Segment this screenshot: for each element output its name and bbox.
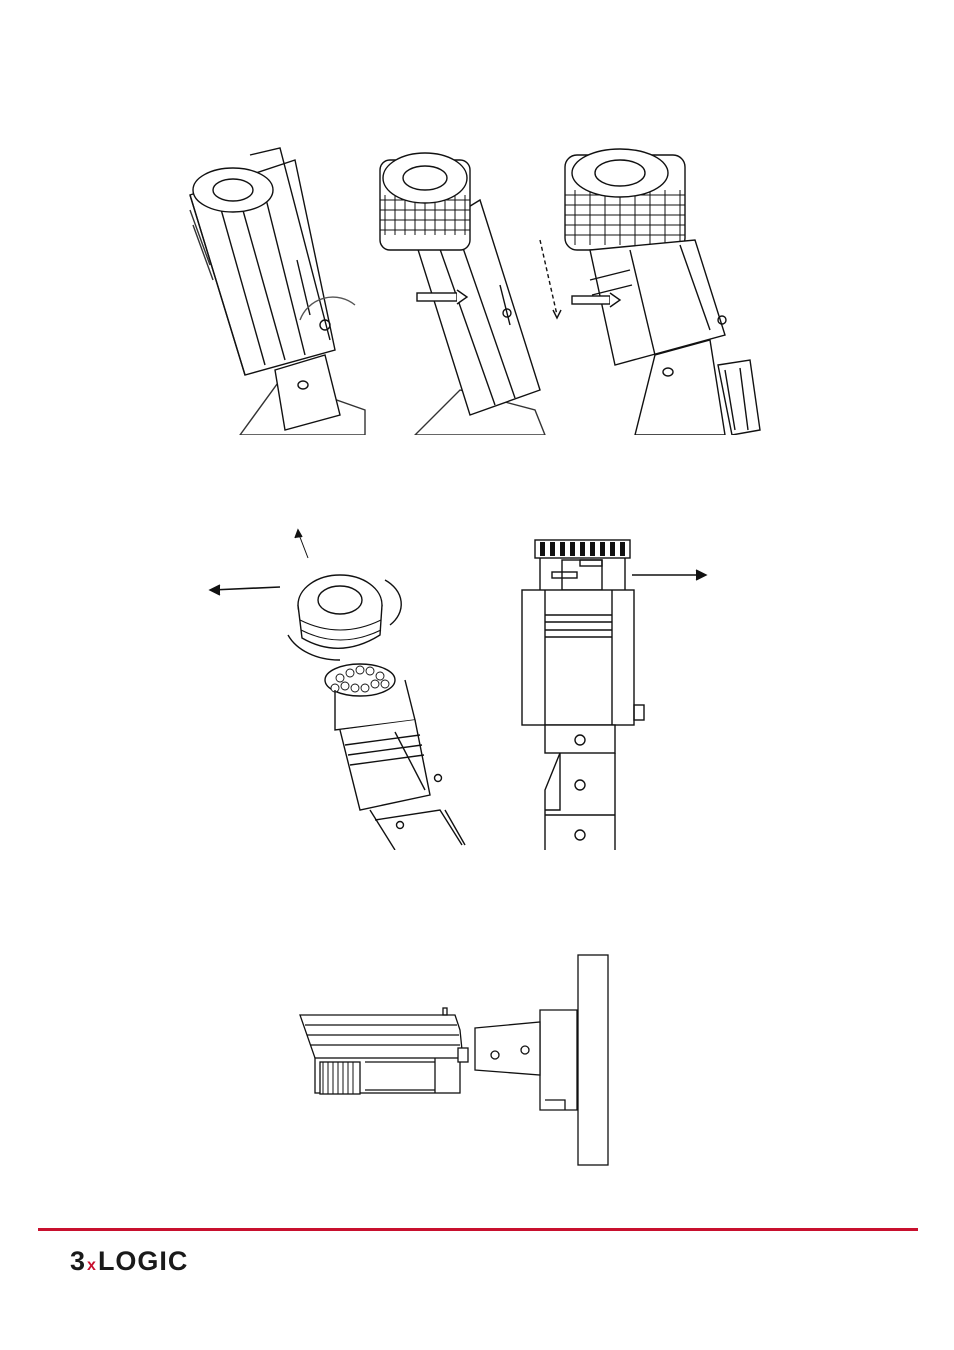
logo-digit: 3 xyxy=(70,1246,86,1277)
step-1-camera-drawing xyxy=(190,148,365,435)
wall-drawing xyxy=(578,955,608,1165)
footer-rule xyxy=(38,1228,918,1231)
logo-word: LOGIC xyxy=(98,1246,189,1277)
figure-wall-mounted-side-view xyxy=(295,950,615,1170)
logo-x-mark: x xyxy=(87,1257,97,1275)
figure-lens-and-module xyxy=(200,520,720,850)
step-3-camera-drawing xyxy=(565,149,760,435)
step-2-camera-drawing xyxy=(380,153,561,435)
figure-housing-removal-steps xyxy=(185,140,785,435)
brand-logo: 3 x LOGIC xyxy=(70,1246,188,1280)
camera-module-drawing xyxy=(522,540,706,850)
lens-cover-removal-drawing xyxy=(210,530,465,850)
